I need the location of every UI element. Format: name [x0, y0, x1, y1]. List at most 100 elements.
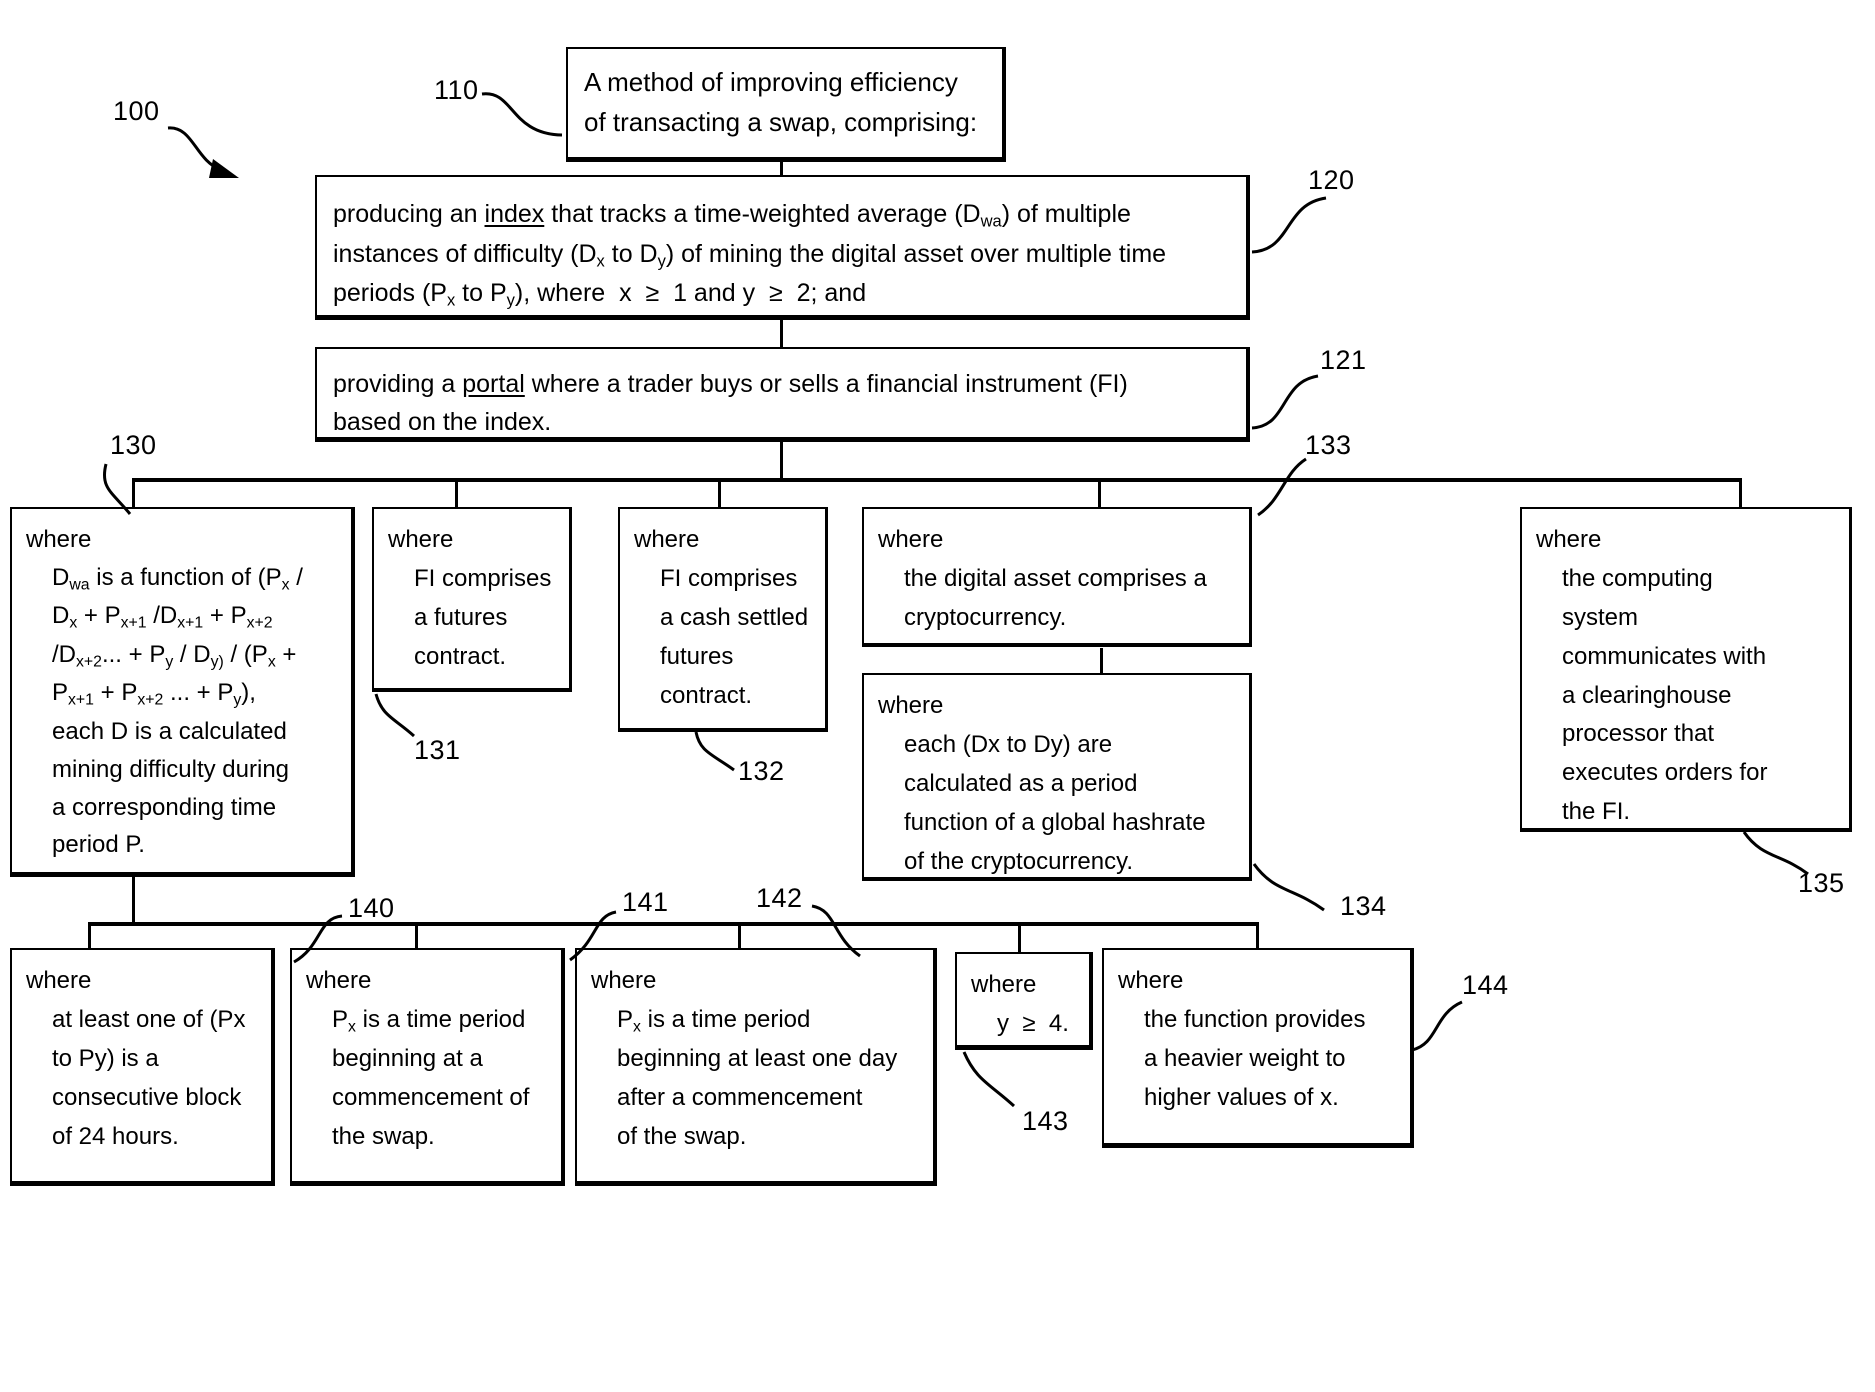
- bus-mid-row: [132, 478, 1742, 482]
- node-135-line-5: processor that: [1562, 720, 1715, 748]
- node-134[interactable]: where each (Dx to Dy) are calculated as …: [862, 673, 1252, 881]
- node-110-line-1: of transacting a swap, comprising:: [584, 106, 978, 137]
- node-144[interactable]: where the function provides a heavier we…: [1102, 948, 1414, 1148]
- drop-to-143: [1018, 922, 1021, 952]
- ref-143: 143: [1022, 1106, 1069, 1136]
- node-141-line-3: commencement of: [332, 1083, 530, 1111]
- node-143[interactable]: where y ≥ 4.: [955, 952, 1093, 1050]
- ref-130: 130: [110, 430, 157, 460]
- node-135-line-6: executes orders for: [1562, 759, 1768, 787]
- node-133[interactable]: where the digital asset comprises a cryp…: [862, 507, 1252, 647]
- node-134-line-2: calculated as a period: [904, 769, 1138, 797]
- node-120-line-1: instances of difficulty (Dx to Dy) of mi…: [333, 239, 1167, 271]
- node-135-line-1: the computing: [1562, 564, 1713, 592]
- node-144-line-3: higher values of x.: [1144, 1083, 1339, 1111]
- leader-143: [962, 1051, 1016, 1108]
- drop-to-141: [415, 922, 418, 952]
- ref-140: 140: [348, 893, 395, 923]
- node-131-line-0: where: [388, 526, 454, 553]
- ref-110: 110: [434, 75, 479, 105]
- leader-134: [1252, 863, 1325, 912]
- node-142-line-1: Px is a time period: [617, 1005, 811, 1036]
- node-142[interactable]: where Px is a time period beginning at l…: [575, 948, 937, 1186]
- leader-144: [1411, 1000, 1463, 1052]
- node-130-line-3: /Dx+2... + Py / Dy) / (Px +: [52, 640, 297, 671]
- leader-141: [569, 910, 617, 962]
- node-141-line-2: beginning at a: [332, 1044, 483, 1072]
- node-134-line-3: function of a global hashrate: [904, 808, 1206, 836]
- node-130[interactable]: where Dwa is a function of (Px / Dx + Px…: [10, 507, 355, 877]
- figure-leader-arrow: [167, 126, 239, 178]
- node-135-line-3: communicates with: [1562, 642, 1767, 670]
- leader-140: [293, 914, 343, 964]
- node-142-line-3: after a commencement: [617, 1083, 863, 1111]
- node-141[interactable]: where Px is a time period beginning at a…: [290, 948, 565, 1186]
- node-134-line-0: where: [878, 692, 944, 719]
- ref-131: 131: [414, 735, 461, 765]
- figure-numeral-100: 100: [113, 96, 160, 126]
- node-131-line-2: a futures: [414, 603, 508, 631]
- node-141-line-0: where: [306, 967, 372, 994]
- drop-to-131: [455, 478, 458, 520]
- drop-to-140: [88, 922, 91, 952]
- node-141-line-1: Px is a time period: [332, 1005, 526, 1036]
- ref-121: 121: [1320, 345, 1367, 375]
- node-121[interactable]: providing a portal where a trader buys o…: [315, 347, 1250, 442]
- leader-120: [1251, 196, 1327, 254]
- ref-135: 135: [1798, 868, 1845, 898]
- node-130-line-4: Px+1 + Px+2 ... + Py),: [52, 679, 256, 709]
- node-132-line-4: contract.: [660, 681, 753, 709]
- node-120[interactable]: producing an index that tracks a time-we…: [315, 175, 1250, 320]
- node-134-line-4: of the cryptocurrency.: [904, 847, 1133, 875]
- node-131[interactable]: where FI comprises a futures contract.: [372, 507, 572, 692]
- node-131-line-3: contract.: [414, 642, 507, 670]
- node-132[interactable]: where FI comprises a cash settled future…: [618, 507, 828, 732]
- node-120-line-0: producing an index that tracks a time-we…: [333, 200, 1131, 231]
- node-142-line-2: beginning at least one day: [617, 1044, 898, 1072]
- ref-142: 142: [756, 883, 803, 913]
- node-120-line-2: periods (Px to Py), where x ≥ 1 and y ≥ …: [333, 279, 867, 310]
- drop-to-144: [1256, 922, 1259, 952]
- node-130-line-8: period P.: [52, 831, 145, 859]
- node-135[interactable]: where the computing system communicates …: [1520, 507, 1852, 832]
- node-130-line-5: each D is a calculated: [52, 717, 287, 745]
- ref-134: 134: [1340, 891, 1387, 921]
- node-132-line-0: where: [634, 526, 700, 553]
- node-135-line-4: a clearinghouse: [1562, 681, 1732, 709]
- connector-121-to-bus: [780, 440, 783, 480]
- node-133-line-0: where: [878, 526, 944, 553]
- node-132-line-3: futures: [660, 642, 734, 670]
- node-135-line-7: the FI.: [1562, 798, 1631, 826]
- leader-132: [694, 731, 735, 772]
- node-140-line-1: at least one of (Px: [52, 1005, 246, 1033]
- node-144-line-2: a heavier weight to: [1144, 1044, 1346, 1072]
- leader-131: [374, 693, 416, 738]
- node-110[interactable]: A method of improving efficiency of tran…: [566, 47, 1006, 162]
- node-140-line-2: to Py) is a: [52, 1044, 159, 1072]
- node-130-line-2: Dx + Px+1 /Dx+1 + Px+2: [52, 602, 273, 632]
- node-135-line-0: where: [1536, 526, 1602, 553]
- bus-bottom-row: [88, 922, 1258, 926]
- drop-to-142: [738, 922, 741, 952]
- node-143-line-1: y ≥ 4.: [997, 1009, 1069, 1037]
- node-130-line-7: a corresponding time: [52, 793, 277, 821]
- drop-to-135: [1739, 478, 1742, 520]
- drop-to-132: [718, 478, 721, 520]
- node-144-line-0: where: [1118, 967, 1184, 994]
- drop-from-130: [132, 876, 135, 924]
- ref-141: 141: [622, 887, 669, 917]
- node-141-line-4: the swap.: [332, 1122, 435, 1150]
- node-133-line-1: the digital asset comprises a: [904, 564, 1207, 592]
- drop-to-130: [132, 478, 135, 520]
- leader-135: [1742, 831, 1809, 876]
- node-132-line-2: a cash settled: [660, 603, 809, 631]
- node-140-line-0: where: [26, 967, 92, 994]
- node-140-line-4: of 24 hours.: [52, 1122, 179, 1150]
- node-140[interactable]: where at least one of (Px to Py) is a co…: [10, 948, 275, 1186]
- node-130-line-6: mining difficulty during: [52, 755, 290, 783]
- node-142-line-4: of the swap.: [617, 1122, 747, 1150]
- leader-121: [1251, 374, 1319, 430]
- leader-130: [103, 463, 132, 515]
- node-142-line-0: where: [591, 967, 657, 994]
